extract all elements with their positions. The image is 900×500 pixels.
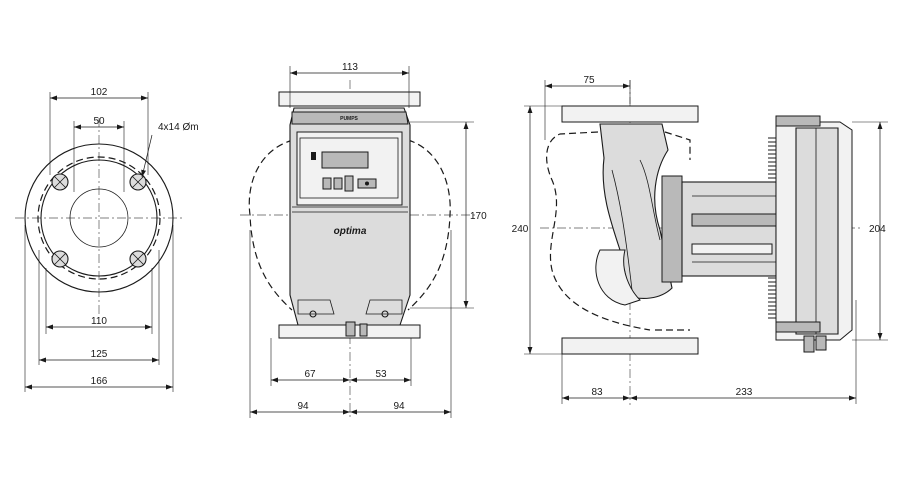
dim-front-170: 170 <box>470 211 487 222</box>
flange-bore <box>69 188 129 248</box>
dim-front-94-right: 94 <box>393 401 405 412</box>
bolt-hole <box>129 250 147 268</box>
flange-bolt-circle <box>40 159 158 277</box>
bolt-hole <box>51 173 69 191</box>
housing-outline <box>546 131 651 331</box>
front-view: PUMPS optima 113 170 67 53 94 9 <box>240 62 487 420</box>
dim-side-240: 240 <box>512 224 529 235</box>
motor-housing <box>681 181 777 277</box>
inlet-flange <box>561 105 699 123</box>
volute-outline-right <box>407 139 451 311</box>
control-button[interactable] <box>322 177 332 190</box>
volute-outline-left <box>248 139 294 311</box>
top-flange <box>278 91 421 107</box>
volute-passage <box>599 123 673 299</box>
flange-view: 102 50 4x14 Øm 110 125 166 <box>15 87 199 392</box>
dim-bolt-holes: 4x14 Øm <box>158 122 199 133</box>
dim-front-94-left: 94 <box>297 401 309 412</box>
cable-gland <box>359 323 368 337</box>
motor-adapter <box>661 175 683 283</box>
dim-side-233: 233 <box>736 387 753 398</box>
side-view: 75 240 204 83 233 <box>512 75 888 405</box>
outlet-flange <box>561 337 699 355</box>
dim-front-67: 67 <box>304 369 316 380</box>
cable-gland <box>815 335 827 351</box>
control-button[interactable] <box>333 177 343 190</box>
dim-flange-102: 102 <box>91 87 108 98</box>
dim-flange-166: 166 <box>91 376 108 387</box>
cable-gland <box>345 321 356 337</box>
dim-side-204: 204 <box>869 224 886 235</box>
dim-side-83: 83 <box>591 387 603 398</box>
bolt-hole <box>51 250 69 268</box>
dim-flange-110: 110 <box>91 316 107 327</box>
cable-gland <box>803 335 815 353</box>
control-button[interactable] <box>344 175 354 192</box>
lcd-display <box>321 151 369 169</box>
dim-side-75: 75 <box>583 75 595 86</box>
dim-front-113: 113 <box>342 62 358 73</box>
bolt-hole <box>129 173 147 191</box>
flange-outer-circle <box>24 143 174 293</box>
maker-label: PUMPS <box>340 116 358 122</box>
dim-flange-125: 125 <box>91 349 108 360</box>
dim-front-53: 53 <box>375 369 387 380</box>
brand-label: optima <box>334 226 367 237</box>
dim-flange-50: 50 <box>93 116 105 127</box>
